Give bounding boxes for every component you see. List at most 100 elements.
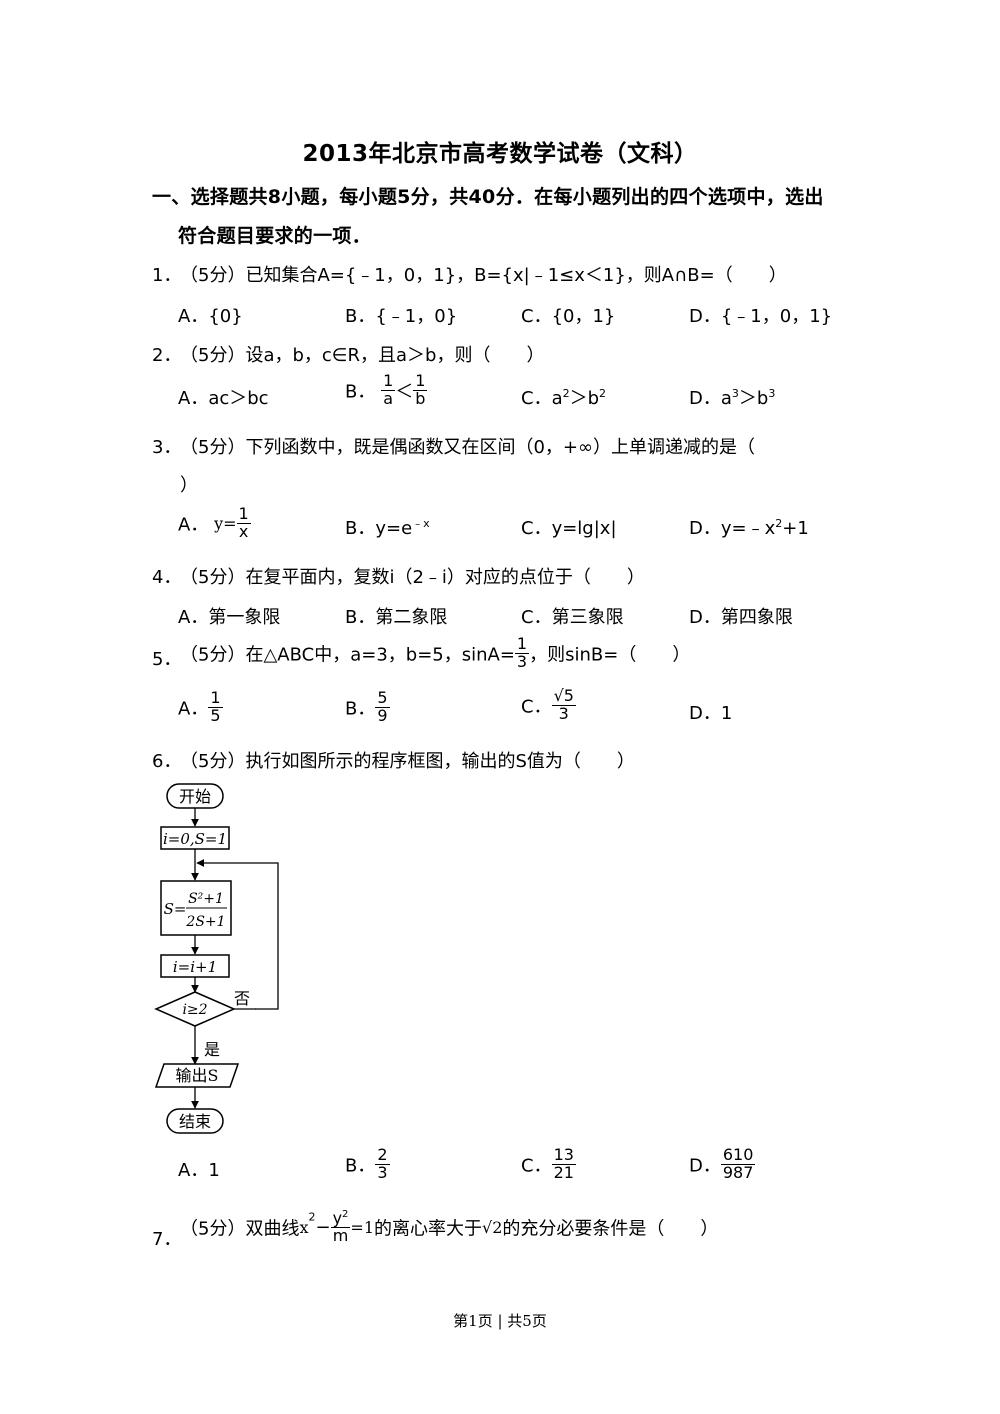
no-label: 否 (234, 989, 250, 1008)
assign-numerator: S²+1 (188, 891, 224, 907)
assign-denominator: 2S+1 (185, 914, 225, 930)
question-number: 6． (152, 751, 182, 772)
question-number: 3． (152, 437, 182, 458)
sqrt-two: √2 (482, 1217, 503, 1237)
option-label: D． (689, 388, 721, 409)
question-number: 2． (152, 345, 182, 366)
section-header-line2: 符合题目要求的一项． (178, 225, 372, 247)
option-label: C． (521, 696, 552, 718)
question-number: 7． (152, 1229, 182, 1250)
superscript: 3 (768, 387, 776, 400)
option-a: A．ac＞bc (178, 388, 269, 409)
question-stem: （5分）在复平面内，复数i（2﹣i）对应的点位于（ ） (180, 567, 645, 588)
option-text: ＞b (738, 388, 769, 409)
fraction-denominator: 987 (722, 1162, 754, 1182)
fraction-numerator: 1 (208, 688, 223, 708)
option-a: A．{0} (178, 306, 243, 327)
math-y: y (332, 1208, 343, 1228)
option-d: D．y=﹣x2+1 (689, 514, 809, 540)
superscript: 2 (562, 387, 570, 400)
end-label: 结束 (179, 1112, 211, 1131)
option-label: B． (345, 698, 376, 720)
option-label: A． (178, 698, 209, 720)
fraction-denominator: x (238, 521, 249, 541)
fraction-numerator: 2 (375, 1145, 390, 1165)
question-stem: （5分）下列函数中，既是偶函数又在区间（0，+∞）上单调递减的是（ (180, 437, 755, 458)
fraction-numerator: 13 (551, 1145, 576, 1165)
option-b: B．第二象限 (345, 607, 448, 628)
fraction-denominator: 3 (516, 651, 528, 671)
option-a: A．第一象限 (178, 607, 281, 628)
option-label: B． (345, 1155, 376, 1177)
superscript: 2 (342, 1209, 349, 1220)
math-x: x (299, 1217, 309, 1237)
loop-back-arrow (196, 859, 279, 1010)
fraction-denominator: 3 (377, 1162, 388, 1182)
minus-sign: − (315, 1216, 331, 1238)
option-text: a (720, 388, 732, 409)
fraction-numerator: √5 (551, 686, 576, 706)
question-number: 5． (152, 649, 182, 670)
option-label: D． (689, 1155, 721, 1177)
option-text: a (551, 388, 563, 409)
yes-label: 是 (204, 1040, 220, 1059)
option-label: D． (689, 518, 721, 539)
option-label: B． (345, 381, 376, 403)
start-label: 开始 (179, 787, 211, 806)
output-box (154, 1063, 240, 1088)
condition-label: i≥2 (182, 1002, 207, 1018)
assign-left: S= (164, 900, 187, 918)
section-header-line1: 一、选择题共8小题，每小题5分，共40分．在每小题列出的四个选项中，选出 (152, 186, 824, 208)
increment-label: i=i+1 (173, 958, 217, 976)
fraction-denominator: m (332, 1226, 349, 1246)
question-stem: （5分）执行如图所示的程序框图，输出的S值为（ ） (180, 751, 635, 772)
fraction-numerator: 1 (381, 371, 396, 391)
fraction-numerator: 1 (514, 634, 530, 654)
option-label: A． (178, 514, 209, 536)
option-d: D．第四象限 (689, 607, 793, 628)
fraction-numerator: 610 (720, 1145, 756, 1165)
option-text: ＞b (569, 388, 600, 409)
stem-text: 的充分必要条件是（ ） (502, 1218, 719, 1240)
superscript: 2 (308, 1210, 316, 1224)
equals-one: =1 (350, 1217, 375, 1237)
output-label: 输出S (176, 1066, 219, 1085)
option-text: +1 (782, 518, 809, 539)
question-number: 1． (152, 265, 182, 286)
fraction-denominator: 5 (210, 705, 221, 725)
question-number: 4． (152, 567, 182, 588)
superscript: 2 (599, 387, 607, 400)
option-text: y= (214, 513, 237, 533)
option-label: C． (521, 388, 552, 409)
superscript: 2 (775, 517, 783, 530)
stem-text: 的离心率大于 (374, 1218, 483, 1240)
init-label: i=0,S=1 (163, 830, 227, 848)
fraction-denominator: 21 (553, 1162, 574, 1182)
option-text: y=﹣x (720, 518, 776, 539)
flowchart: 开始 i=0,S=1 S= S²+1 2S+1 i=i+1 i≥2 否 是 输出… (154, 783, 279, 1134)
stem-text: （5分）双曲线 (180, 1218, 300, 1240)
option-d: D．a3＞b3 (689, 384, 775, 410)
fraction-numerator: 5 (375, 688, 390, 708)
page-footer: 第1页 | 共5页 (453, 1312, 547, 1330)
option-b: B．{﹣1，0} (345, 306, 458, 327)
question-stem-continued: ） (180, 475, 198, 496)
option-label: C． (521, 1155, 552, 1177)
option-c: C．a2＞b2 (521, 384, 606, 410)
option-c: C．第三象限 (521, 607, 624, 628)
question-stem: （5分）设a，b，c∈R，且a＞b，则（ ） (180, 345, 545, 366)
fraction-denominator: 9 (377, 705, 388, 725)
superscript: ﹣x (412, 517, 430, 530)
option-c: C．{0，1} (521, 306, 616, 327)
option-text: y=e (375, 518, 413, 539)
